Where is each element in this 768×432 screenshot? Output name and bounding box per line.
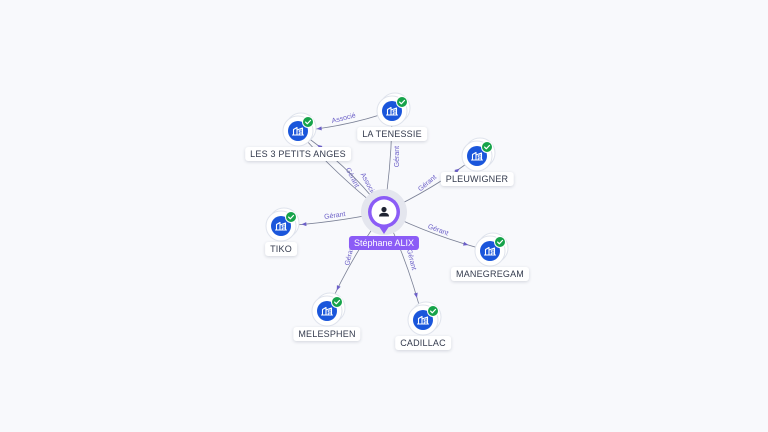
company-node-cadillac[interactable] — [407, 301, 442, 336]
building-icon — [413, 310, 433, 330]
edge-arrow — [454, 168, 460, 174]
check-icon — [396, 96, 408, 108]
company-label[interactable]: LES 3 PETITS ANGES — [245, 147, 351, 161]
edge-arrow — [336, 285, 341, 291]
company-label[interactable]: TIKO — [265, 242, 297, 256]
company-node-tiko[interactable] — [265, 207, 300, 242]
company-label[interactable]: MANEGREGAM — [450, 267, 530, 281]
company-node-pleuwigner[interactable] — [461, 137, 496, 172]
edge-label: Associé — [331, 112, 357, 125]
edge-label: Gérant — [417, 174, 438, 193]
person-icon — [379, 206, 389, 217]
check-icon — [427, 305, 439, 317]
edge-arrow — [463, 241, 469, 246]
company-label[interactable]: LA TENESSIE — [357, 127, 427, 141]
edge-label: Gérant — [394, 146, 401, 167]
building-icon — [480, 241, 500, 261]
person-name-label[interactable]: Stéphane ALIX — [348, 236, 420, 250]
company-node-les-3-petits-anges[interactable] — [282, 112, 317, 147]
check-icon — [285, 211, 297, 223]
building-icon — [317, 301, 337, 321]
edge-label: Gérant — [324, 211, 346, 221]
building-icon — [467, 146, 487, 166]
company-label[interactable]: PLEUWIGNER — [440, 172, 514, 186]
company-node-melesphen[interactable] — [311, 292, 346, 327]
check-icon — [331, 296, 343, 308]
building-icon — [382, 101, 402, 121]
check-icon — [302, 116, 314, 128]
company-label[interactable]: MELESPHEN — [293, 327, 361, 341]
edge-arrow — [316, 126, 322, 131]
building-icon — [288, 121, 308, 141]
check-icon — [481, 141, 493, 153]
edge-label: Gérant — [405, 248, 417, 271]
building-icon — [271, 216, 291, 236]
company-label[interactable]: CADILLAC — [395, 336, 451, 350]
company-node-la-tenessie[interactable] — [376, 92, 411, 127]
check-icon — [494, 236, 506, 248]
edge-arrow — [301, 222, 307, 227]
edge-arrow — [413, 292, 418, 298]
edge-label: Gérant — [344, 244, 356, 267]
person-node[interactable] — [361, 189, 407, 235]
company-node-manegregam[interactable] — [474, 232, 509, 267]
